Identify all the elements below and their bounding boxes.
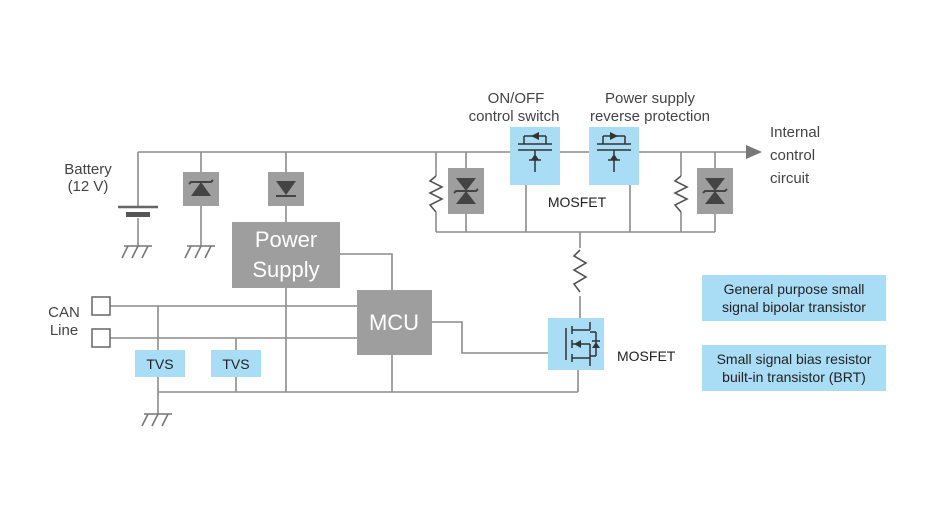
- mosfet-icon: [548, 318, 604, 370]
- reverse-protection-label-line2: reverse protection: [590, 108, 710, 125]
- switch-label-line1: ON/OFF: [488, 90, 545, 107]
- tvs-diode-icon: [697, 168, 733, 214]
- can-label-line2: Line: [50, 322, 78, 339]
- tvs-diode-icon: [448, 168, 484, 214]
- zener-diode-icon: [183, 172, 219, 206]
- internal-circuit-label-line2: control: [770, 147, 815, 164]
- mosfet-icon: [589, 127, 639, 185]
- reverse-protection-label-line1: Power supply: [605, 90, 696, 107]
- mcu-label: MCU: [369, 310, 419, 335]
- legend-brt: Small signal bias resistor built-in tran…: [702, 345, 886, 391]
- internal-circuit-label-line1: Internal: [770, 124, 820, 141]
- tvs-label: TVS: [222, 356, 249, 372]
- can-high-terminal: [91, 296, 111, 316]
- resistor-icon: [428, 175, 444, 213]
- legend-brt-line2: built-in transistor (BRT): [722, 369, 866, 385]
- mosfet-icon: [510, 127, 560, 185]
- resistor-icon: [572, 248, 588, 296]
- ground-icon: [121, 245, 152, 259]
- legend-bipolar: General purpose small signal bipolar tra…: [702, 275, 886, 321]
- legend-bipolar-line2: signal bipolar transistor: [722, 299, 866, 315]
- legend-brt-line1: Small signal bias resistor: [717, 351, 872, 367]
- tvs-tag: TVS: [135, 350, 185, 377]
- power-supply-label-line1: Power: [255, 227, 317, 252]
- ground-icon: [184, 245, 215, 259]
- battery-label-line2: (12 V): [68, 178, 109, 195]
- internal-circuit-label-line3: circuit: [770, 170, 810, 187]
- mosfet-bottom-label: MOSFET: [617, 348, 676, 364]
- ground-icon: [141, 413, 172, 427]
- can-low-terminal: [91, 328, 111, 348]
- can-label-line1: CAN: [48, 304, 80, 321]
- battery-label-line1: Battery: [64, 161, 112, 178]
- switch-label-line2: control switch: [469, 108, 560, 125]
- tvs-label: TVS: [146, 356, 173, 372]
- mcu-block: MCU: [357, 290, 432, 355]
- diode-icon: [268, 172, 304, 206]
- legend-bipolar-line1: General purpose small: [724, 281, 865, 297]
- arrow-icon: [746, 145, 762, 159]
- tvs-tag: TVS: [211, 350, 261, 377]
- power-supply-block: Power Supply: [232, 222, 340, 288]
- resistor-icon: [673, 175, 689, 213]
- battery-icon: [118, 205, 158, 217]
- mosfet-top-label: MOSFET: [548, 194, 607, 210]
- power-supply-label-line2: Supply: [252, 257, 319, 282]
